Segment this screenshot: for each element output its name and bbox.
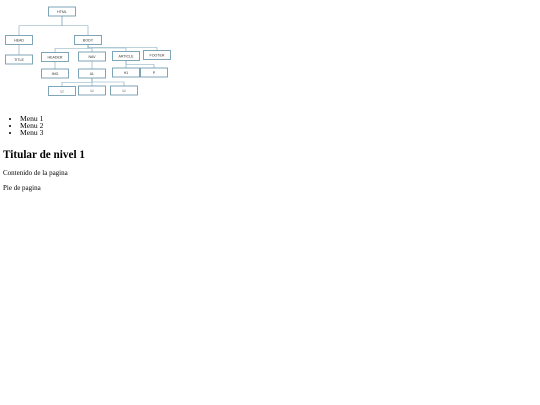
- edge-body-article: [87, 44, 127, 52]
- node-box-html: [48, 6, 76, 17]
- diagram-edges: [18, 16, 158, 87]
- edge-body-header: [54, 44, 89, 53]
- dom-tree-diagram: HTML HEAD BODY TITLE HEADER NAV ARTICLE FOOTER I…: [5, 6, 171, 96]
- node-li2: LI: [78, 85, 106, 96]
- page-content: Menu 1 Menu 2 Menu 3 Titular de nivel 1 …: [3, 115, 533, 192]
- node-title: TITLE: [5, 54, 33, 65]
- node-label-header: HEADER: [48, 55, 63, 59]
- node-box-head: [5, 35, 33, 45]
- node-label-body: BODY: [83, 38, 94, 42]
- node-label-article: ARTICLE: [118, 54, 134, 58]
- node-box-p: [140, 67, 168, 78]
- node-h1: H1: [112, 67, 140, 78]
- node-label-head: HEAD: [14, 38, 24, 42]
- node-box-header: [41, 52, 69, 62]
- node-box-ul: [78, 68, 106, 79]
- node-article: ARTICLE: [112, 51, 140, 61]
- node-box-h1: [112, 67, 140, 78]
- menu-item: Menu 1: [20, 115, 533, 123]
- node-box-nav: [78, 51, 106, 62]
- node-ul: UL: [78, 68, 106, 79]
- menu-item: Menu 3: [20, 129, 533, 137]
- node-box-footer: [143, 50, 171, 60]
- menu-list: Menu 1 Menu 2 Menu 3: [3, 115, 533, 137]
- node-li3: LI: [110, 85, 138, 96]
- edge-body-footer: [87, 44, 158, 51]
- node-box-li3: [110, 85, 138, 96]
- node-box-img: [41, 68, 69, 79]
- page-heading: Titular de nivel 1: [3, 149, 85, 161]
- footer-text: Pie de pagina: [3, 184, 41, 192]
- menu-item: Menu 2: [20, 122, 533, 130]
- node-nav: NAV: [78, 51, 106, 62]
- content-text: Contenido de la pagina: [3, 169, 68, 177]
- node-box-title: [5, 54, 33, 65]
- node-box-li2: [78, 85, 106, 96]
- node-p: P: [140, 67, 168, 78]
- node-body: BODY: [74, 35, 102, 45]
- edge-ul-li1: [61, 78, 93, 87]
- node-label-ul: UL: [90, 72, 95, 76]
- edge-html-body: [61, 16, 89, 36]
- node-label-footer: FOOTER: [150, 53, 165, 57]
- node-head: HEAD: [5, 35, 33, 45]
- node-img: IMG: [41, 68, 69, 79]
- node-label-h1: H1: [124, 71, 129, 75]
- node-box-article: [112, 51, 140, 61]
- node-box-li1: [48, 86, 76, 96]
- edge-ul-li3: [91, 78, 125, 86]
- node-box-body: [74, 35, 102, 45]
- node-label-img: IMG: [52, 72, 59, 76]
- edge-html-head: [18, 16, 63, 36]
- node-label-li3: LI: [123, 89, 126, 93]
- diagram-nodes: HTML HEAD BODY TITLE HEADER NAV ARTICLE FOOTER I…: [5, 6, 171, 96]
- node-label-html: HTML: [57, 10, 67, 14]
- node-label-li1: LI: [61, 89, 64, 93]
- node-label-p: P: [153, 71, 156, 75]
- node-header: HEADER: [41, 52, 69, 62]
- node-li1: LI: [48, 86, 76, 96]
- node-html: HTML: [48, 6, 76, 17]
- node-label-li2: LI: [91, 89, 94, 93]
- node-label-title: TITLE: [14, 58, 24, 62]
- node-footer: FOOTER: [143, 50, 171, 60]
- node-label-nav: NAV: [88, 55, 96, 59]
- edge-article-p: [125, 60, 155, 68]
